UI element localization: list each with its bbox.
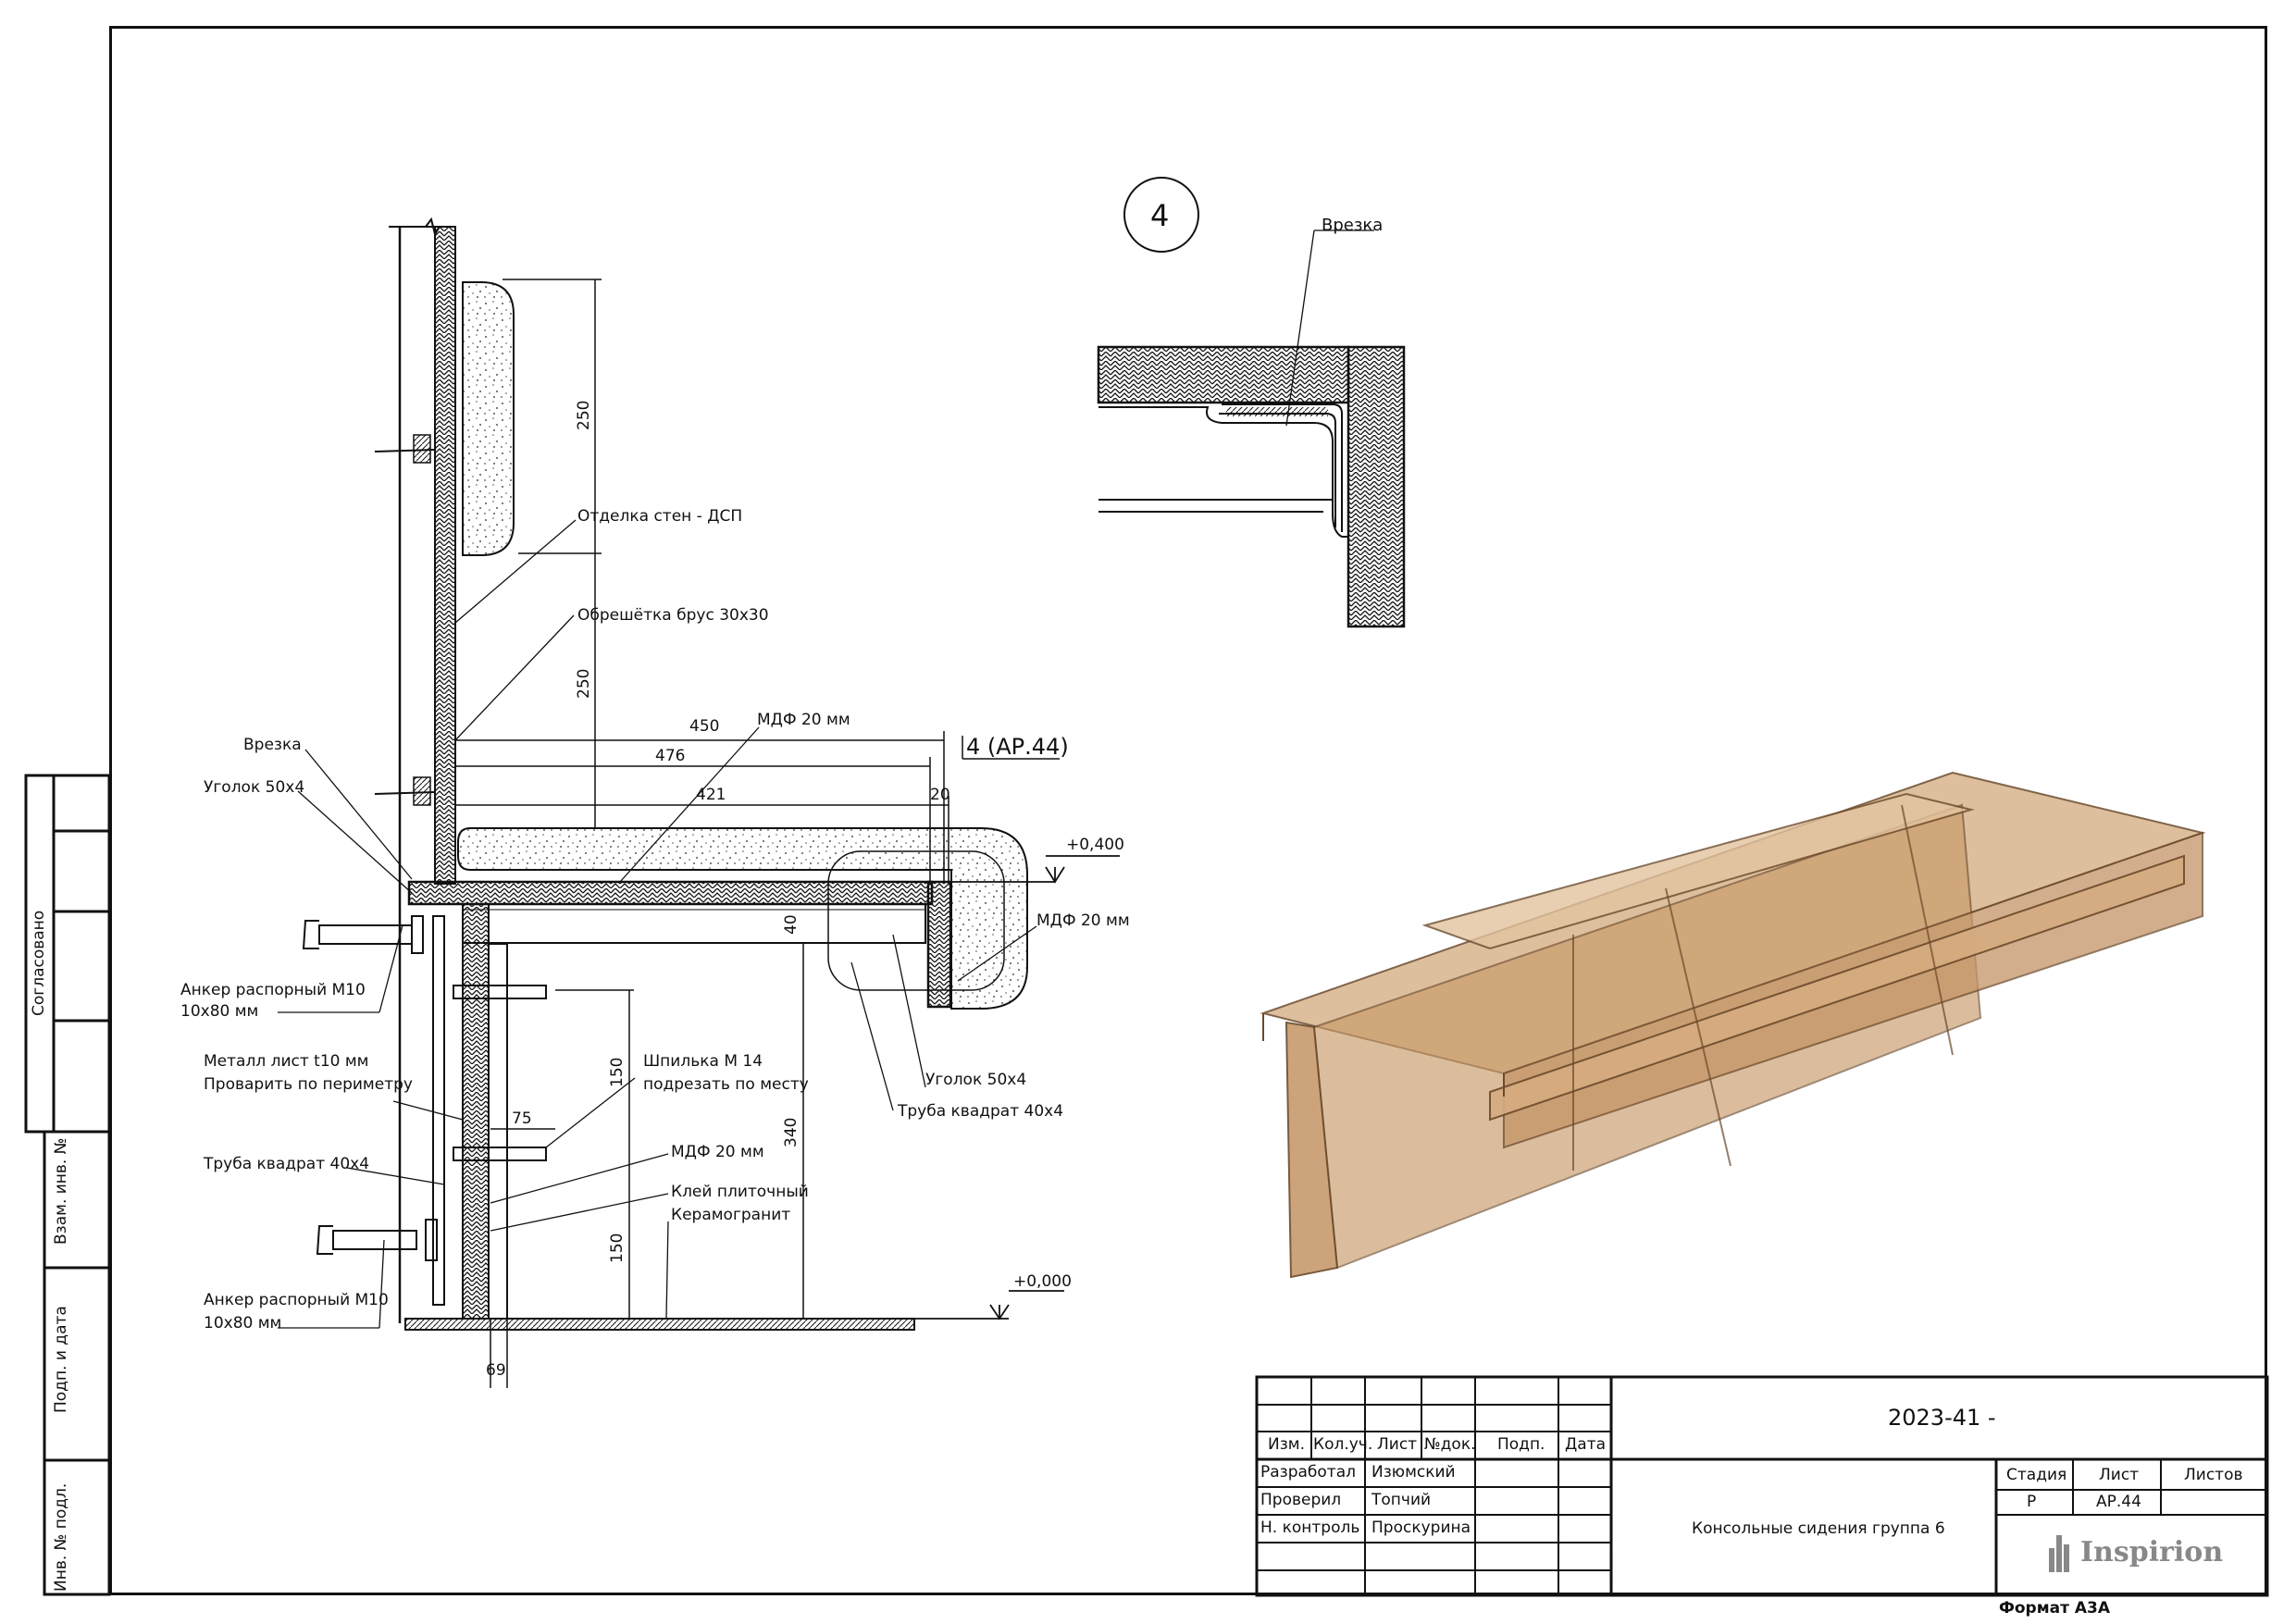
label-ceramic: Керамогранит [671, 1206, 790, 1224]
header-doc: №док. [1424, 1435, 1476, 1454]
label-glue: Клей плиточный [671, 1183, 809, 1201]
stamp-inv-swap: Взам. инв. № [52, 1137, 70, 1245]
wall-finish-dsp [434, 226, 456, 885]
label-stud-l1: Шпилька М 14 [643, 1052, 763, 1071]
dim-250-top: 250 [575, 401, 593, 430]
detail-marker-circle [1123, 177, 1199, 253]
label-anchor1-l1: Анкер распорный М10 [180, 981, 366, 999]
header-kol: Кол.уч. [1313, 1435, 1373, 1454]
floor-slab [404, 1318, 915, 1331]
company-name: Inspirion [2080, 1535, 2224, 1568]
side-stamp [24, 774, 111, 1596]
seat-edge-mdf [926, 880, 952, 1009]
title-block-lines [1255, 1375, 2269, 1597]
stage-value: Р [2027, 1493, 2037, 1511]
dim-421: 421 [696, 786, 726, 804]
doc-code: 2023-41 - [1888, 1405, 1996, 1431]
ref-ap44: 4 (АР.44) [966, 734, 1069, 760]
label-mdf-mid: МДФ 20 мм [671, 1143, 764, 1161]
detail-4: 4 Врезка [1097, 177, 1406, 628]
detail-label-vrezka: Врезка [1322, 216, 1383, 235]
sheets-header: Листов [2184, 1466, 2243, 1484]
label-angle-left: Уголок 50х4 [204, 778, 304, 797]
front-mdf-panel [462, 903, 490, 1320]
header-date: Дата [1565, 1435, 1607, 1454]
dim-450: 450 [689, 717, 719, 736]
dim-340: 340 [782, 1118, 800, 1147]
dim-40: 40 [782, 914, 800, 935]
stage-header: Стадия [2006, 1466, 2067, 1484]
label-metal-l1: Металл лист t10 мм [204, 1052, 369, 1071]
label-anchor2-l2: 10х80 мм [204, 1314, 281, 1333]
label-batten: Обрешётка брус 30х30 [577, 606, 769, 625]
label-mdf-top: МДФ 20 мм [757, 711, 850, 729]
label-vrezka: Врезка [243, 736, 302, 754]
seat-mdf-board [407, 880, 934, 906]
header-list: Лист [1377, 1435, 1418, 1454]
level-top: +0,400 [1066, 836, 1124, 854]
stamp-inv-orig: Инв. № подл. [52, 1482, 70, 1592]
sheet-value: АР.44 [2096, 1493, 2141, 1511]
role-developed: Разработал [1260, 1463, 1356, 1481]
label-metal-l2: Проварить по периметру [204, 1075, 413, 1094]
label-anchor1-l2: 10х80 мм [180, 1002, 258, 1021]
dim-150-a: 150 [608, 1058, 627, 1087]
label-tube-right: Труба квадрат 40х4 [897, 1102, 1063, 1121]
label-anchor2-l1: Анкер распорный М10 [204, 1291, 389, 1309]
section-drawing [278, 217, 1120, 1388]
dim-69: 69 [486, 1361, 506, 1380]
stamp-sign-date: Подп. и дата [52, 1306, 70, 1413]
role-norm-control: Н. контроль [1260, 1519, 1360, 1537]
role-checked: Проверил [1260, 1491, 1342, 1509]
label-mdf-right: МДФ 20 мм [1036, 911, 1130, 930]
anchor-bolt-2 [316, 1219, 438, 1261]
level-floor: +0,000 [1013, 1272, 1072, 1291]
back-cushion [462, 281, 515, 556]
label-wall-finish: Отделка стен - ДСП [577, 507, 742, 526]
sheet-title: Консольные сидения группа 6 [1692, 1519, 1945, 1538]
dim-250-mid: 250 [575, 669, 593, 699]
stamp-agreed: Согласовано [30, 910, 48, 1016]
header-izm: Изм. [1268, 1435, 1305, 1454]
dim-20: 20 [930, 786, 950, 804]
dim-476: 476 [655, 747, 685, 765]
label-stud-l2: подрезать по месту [643, 1075, 809, 1094]
label-tube-left: Труба квадрат 40х4 [203, 1155, 369, 1173]
label-angle-right: Уголок 50х4 [925, 1071, 1026, 1089]
isometric-view [1260, 771, 2206, 1279]
detail-marker: 4 [1150, 198, 1169, 233]
name-developed: Изюмский [1371, 1463, 1456, 1481]
detail-board-vertical [1347, 345, 1406, 628]
company-logo: Inspirion [2047, 1531, 2223, 1572]
sheet-header: Лист [2099, 1466, 2140, 1484]
metal-plate [432, 915, 445, 1306]
header-sign: Подп. [1497, 1435, 1545, 1454]
building-icon [2049, 1535, 2069, 1572]
detail-board-horizontal [1097, 345, 1350, 404]
name-checked: Топчий [1371, 1491, 1432, 1509]
section-labels: 250 250 450 476 421 20 40 150 150 340 75… [180, 401, 1130, 1380]
name-norm-control: Проскурина [1371, 1519, 1471, 1537]
format-label: Формат А3А [1999, 1599, 2110, 1618]
dim-75: 75 [512, 1110, 532, 1128]
dim-150-b: 150 [608, 1233, 627, 1263]
anchor-bolt-1 [302, 915, 424, 954]
